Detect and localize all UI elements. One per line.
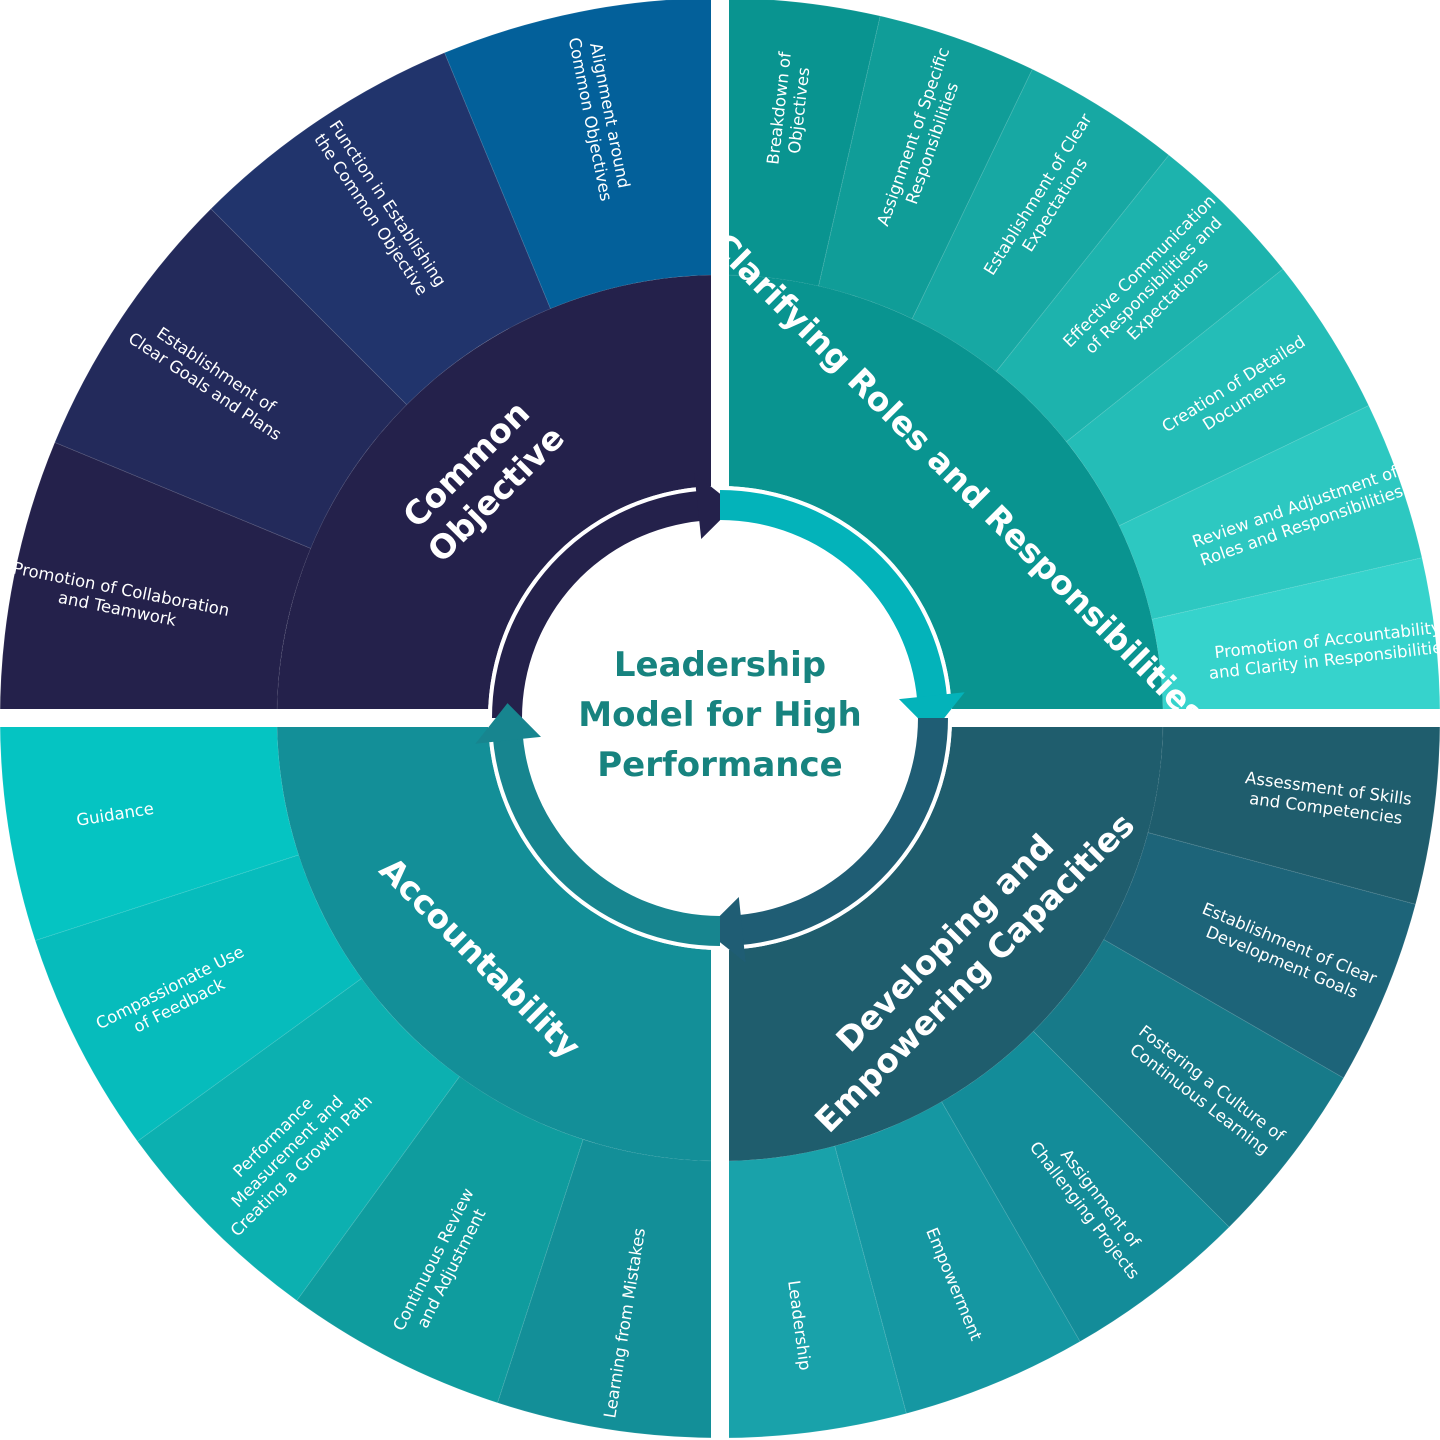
cycle-arrows-layer xyxy=(475,473,965,963)
cycle-arrow-head xyxy=(694,473,735,539)
quadrant-ring-developing-capacities xyxy=(720,718,1163,1161)
center-disc xyxy=(488,486,952,950)
center-title-line: Performance xyxy=(597,745,843,785)
quadrant-ring-accountability xyxy=(277,718,720,1161)
cycle-arrow-head xyxy=(475,703,541,744)
cycle-arrow-band xyxy=(720,490,948,701)
cycle-arrow-band xyxy=(737,718,948,946)
cycle-arrow-head xyxy=(705,897,746,963)
cycle-arrow-head xyxy=(899,692,965,733)
center-title-line: Model for High xyxy=(578,695,862,735)
center-title: Leadership Model for High Performance xyxy=(545,640,895,790)
cycle-arrow-band xyxy=(492,490,703,718)
quadrant-rings-layer xyxy=(277,275,1163,1161)
center-title-line: Leadership xyxy=(613,645,827,685)
quadrant-ring-common-objective xyxy=(277,275,720,718)
cycle-arrow-band xyxy=(492,735,720,946)
quadrant-ring-clarifying-roles xyxy=(720,275,1163,718)
